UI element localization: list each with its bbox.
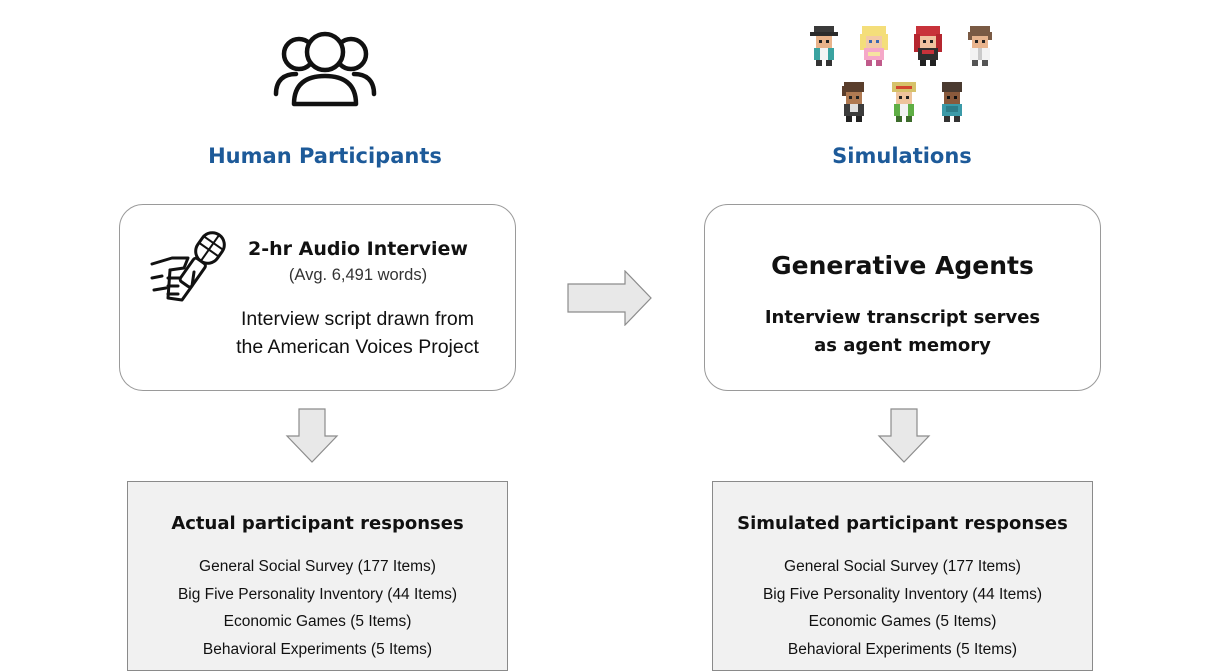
actual-responses-list: General Social Survey (177 Items) Big Fi… [127,553,508,663]
hand-microphone-icon [148,228,232,304]
sprite-character [810,26,838,66]
down-arrow-right [877,408,931,464]
interview-average-words: (Avg. 6,491 words) [288,266,428,284]
generative-agents-card [704,204,1101,391]
list-item: Behavioral Experiments (5 Items) [202,640,433,658]
down-arrow-left [285,408,339,464]
list-item: Big Five Personality Inventory (44 Items… [177,585,458,603]
script-source-line2: the American Voices Project [236,336,479,358]
list-item: Behavioral Experiments (5 Items) [787,640,1018,658]
sprite-character [892,82,916,122]
pixel-character-sprites [800,24,1010,128]
sprite-character [914,26,942,66]
list-item: General Social Survey (177 Items) [199,558,436,575]
human-participants-title: Human Participants [208,144,442,168]
interview-title: 2-hr Audio Interview [248,238,468,260]
actual-responses-panel [127,481,508,671]
simulated-responses-list: General Social Survey (177 Items) Big Fi… [712,553,1093,663]
group-icon [270,28,380,110]
simulated-responses-title: Simulated participant responses [737,513,1068,534]
script-source-line1: Interview script drawn from [241,308,474,330]
agent-memory-line1: Interview transcript serves [764,307,1041,328]
sprite-character [968,26,992,66]
list-item: General Social Survey (177 Items) [784,558,1021,575]
generative-agents-title: Generative Agents [771,251,1034,280]
simulated-responses-panel [712,481,1093,671]
sprite-character [842,82,864,122]
list-item: Economic Games (5 Items) [223,613,412,630]
list-item: Economic Games (5 Items) [808,613,997,630]
list-item: Big Five Personality Inventory (44 Items… [762,585,1043,603]
sprite-character [942,82,962,122]
right-arrow [567,269,653,327]
sprite-character [860,26,888,66]
actual-responses-title: Actual participant responses [171,513,464,534]
agent-memory-line2: as agent memory [814,335,991,356]
simulations-title: Simulations [832,144,972,168]
